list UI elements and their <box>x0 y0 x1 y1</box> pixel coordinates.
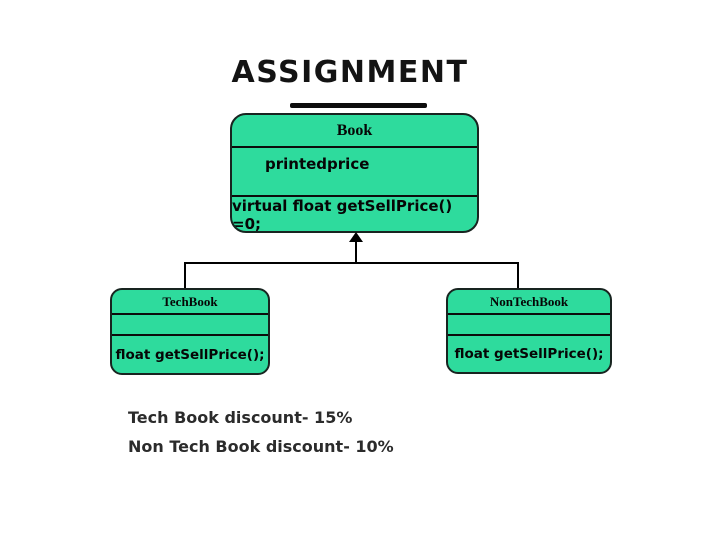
class-methods-book: virtual float getSellPrice() =0; <box>232 197 477 233</box>
notes-block: Tech Book discount- 15% Non Tech Book di… <box>128 408 394 466</box>
connector-crossbar <box>184 262 519 264</box>
method-label: float getSellPrice(); <box>115 346 265 363</box>
connector-drop-left <box>184 262 186 289</box>
class-attributes-nontechbook <box>448 315 610 336</box>
note-nontechbook-discount: Non Tech Book discount- 10% <box>128 437 394 456</box>
method-label: float getSellPrice(); <box>454 346 604 362</box>
class-box-book: Book printedprice virtual float getSellP… <box>230 113 479 233</box>
method-label: virtual float getSellPrice() =0; <box>232 197 453 233</box>
class-name-techbook: TechBook <box>112 290 268 315</box>
class-methods-nontechbook: float getSellPrice(); <box>448 336 610 372</box>
inheritance-arrow-icon <box>349 232 363 242</box>
attribute-label: printedprice <box>265 155 370 173</box>
class-name-nontechbook: NonTechBook <box>448 290 610 315</box>
note-techbook-discount: Tech Book discount- 15% <box>128 408 353 427</box>
connector-stem <box>355 240 357 264</box>
class-name-book: Book <box>232 115 477 148</box>
class-attributes-book: printedprice <box>232 148 477 197</box>
class-box-nontechbook: NonTechBook float getSellPrice(); <box>446 288 612 374</box>
class-methods-techbook: float getSellPrice(); <box>112 336 268 373</box>
connector-drop-right <box>517 262 519 289</box>
class-attributes-techbook <box>112 315 268 336</box>
page-title: ASSIGNMENT <box>231 55 469 90</box>
class-box-techbook: TechBook float getSellPrice(); <box>110 288 270 375</box>
title-underline <box>290 103 427 108</box>
